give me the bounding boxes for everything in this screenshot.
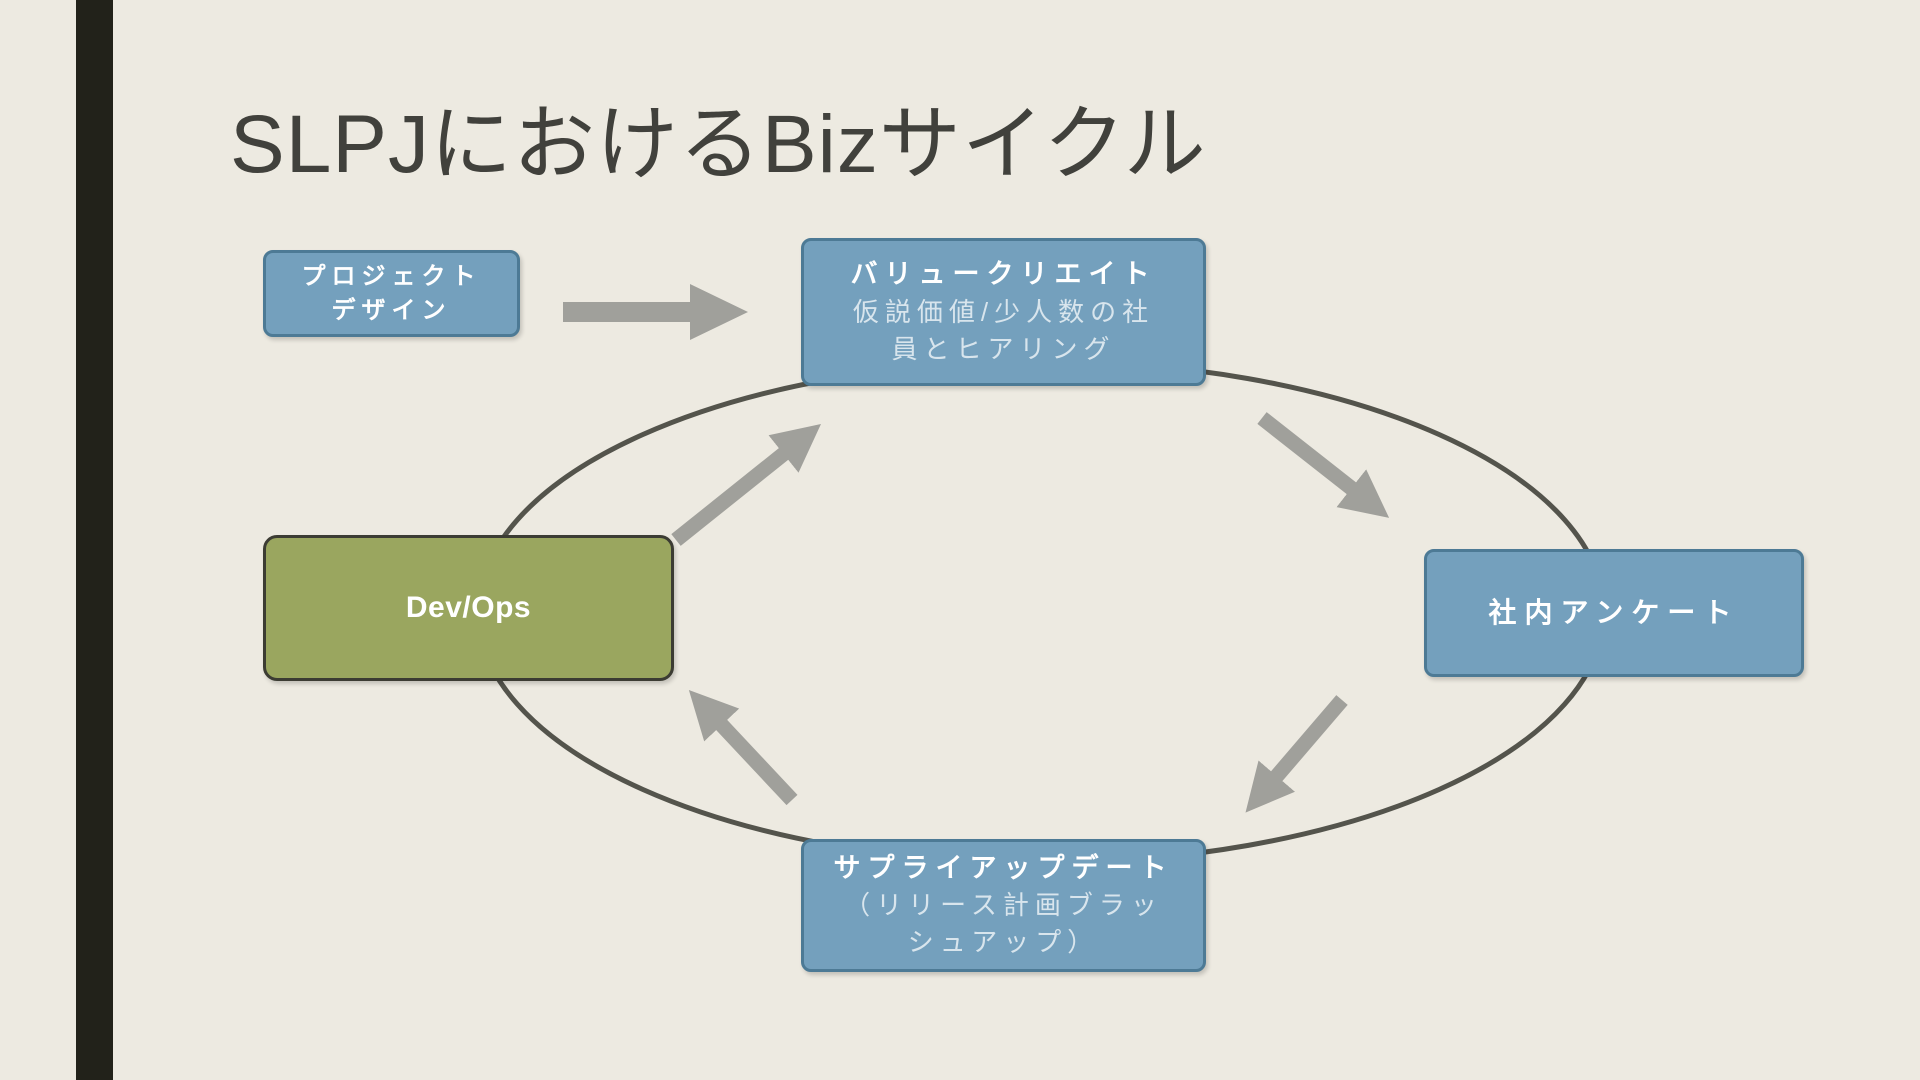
- node-project-design-label: プロジェクト デザイン: [301, 262, 482, 324]
- node-supply-update: サプライアップデート （リリース計画ブラッ シュアップ）: [801, 839, 1206, 972]
- node-value-create-title: バリュークリエイト: [850, 259, 1157, 290]
- node-dev-ops-label: Dev/Ops: [405, 591, 532, 624]
- node-supply-update-subtitle: （リリース計画ブラッ シュアップ）: [844, 890, 1163, 958]
- node-dev-ops: Dev/Ops: [263, 535, 674, 681]
- arrow-right-icon: [563, 284, 748, 340]
- arrow-up-right-icon: [671, 424, 821, 546]
- arrow-down-right-icon: [1257, 412, 1390, 518]
- node-value-create-subtitle: 仮説価値/少人数の社 員とヒアリング: [852, 296, 1155, 364]
- slide-accent-bar: [76, 0, 113, 1080]
- node-project-design: プロジェクト デザイン: [263, 250, 520, 337]
- arrow-down-left-icon: [1245, 695, 1348, 813]
- node-internal-survey-label: 社内アンケート: [1488, 597, 1740, 629]
- slide-title: SLPJにおけるBizサイクル: [230, 99, 1207, 190]
- node-supply-update-title: サプライアップデート: [833, 852, 1174, 883]
- node-internal-survey: 社内アンケート: [1424, 549, 1804, 677]
- node-value-create: バリュークリエイト 仮説価値/少人数の社 員とヒアリング: [801, 238, 1206, 386]
- arrow-up-left-icon: [688, 689, 798, 806]
